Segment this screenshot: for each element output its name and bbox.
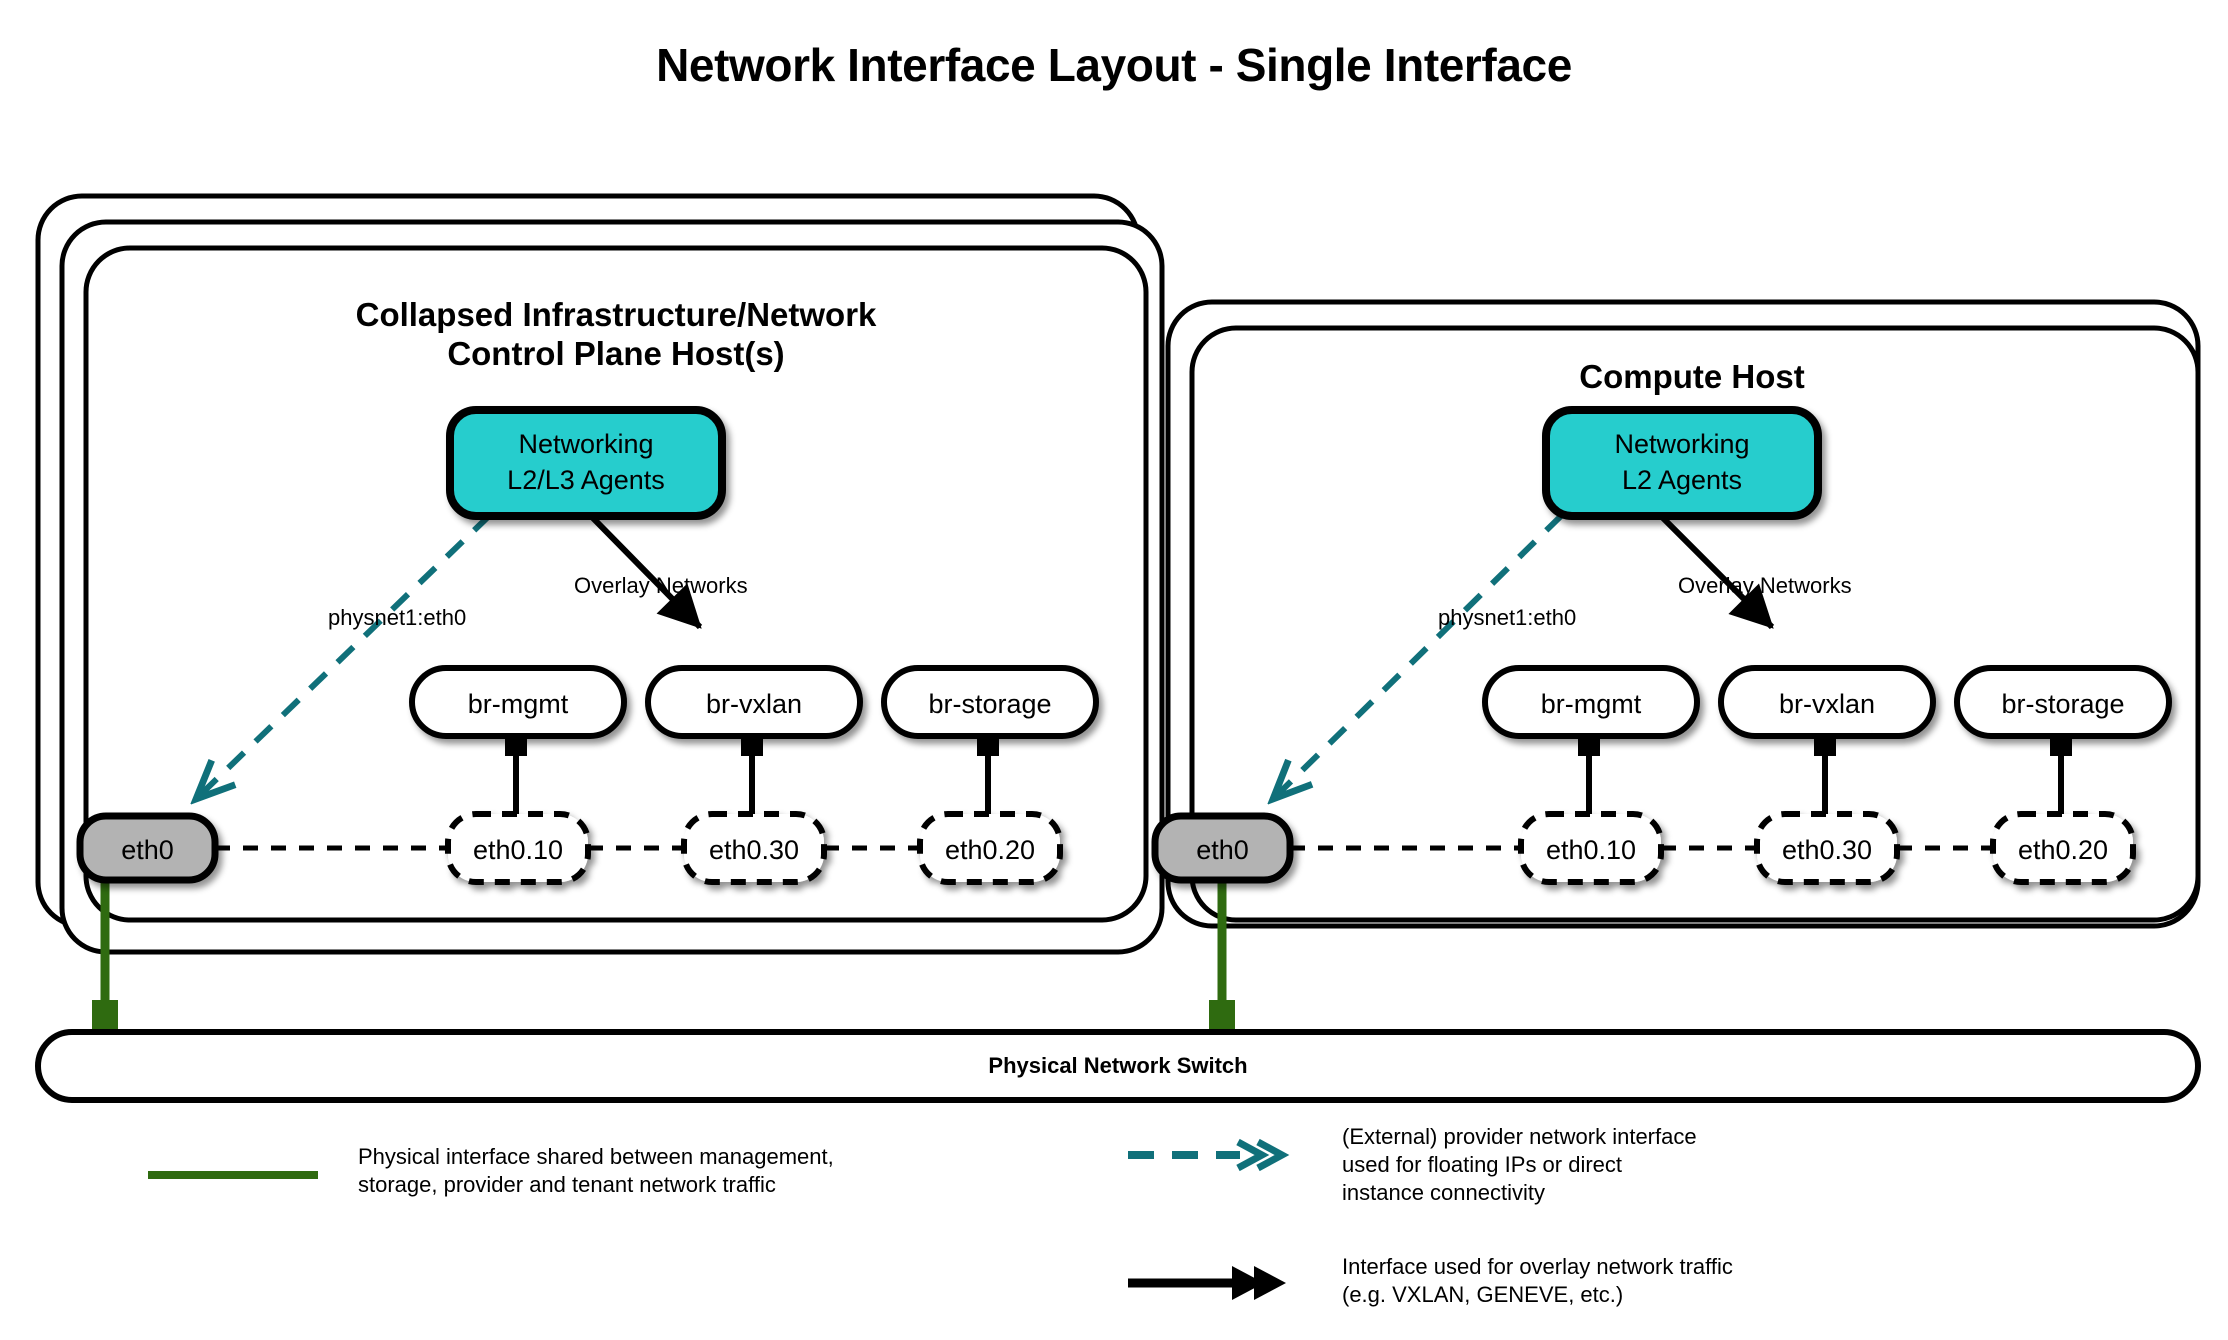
- legend-text-overlay-interface: Interface used for overlay network traff…: [1342, 1254, 1733, 1308]
- compute-overlay-link: [1657, 512, 1775, 630]
- control-plane-node-shapes: [76, 406, 1099, 885]
- compute-bridge-br-vxlan[interactable]: br-vxlan: [1778, 689, 1876, 719]
- control-plane-host-title: Collapsed Infrastructure/Network Control…: [355, 296, 877, 372]
- page-title: Network Interface Layout - Single Interf…: [656, 39, 1572, 91]
- compute-vlan-eth0-10[interactable]: eth0.10: [1545, 835, 1637, 865]
- physical-network-switch-label: Physical Network Switch: [988, 1053, 1248, 1078]
- control-plane-vlan-eth0-10[interactable]: eth0.10: [472, 835, 564, 865]
- legend-marker-overlay-interface: [1128, 1266, 1286, 1300]
- control-plane-vlan-eth0-30[interactable]: eth0.30: [708, 835, 800, 865]
- compute-provider-edge-label: physnet1:eth0: [1438, 605, 1577, 630]
- compute-overlay-edge-label: Overlay Networks: [1678, 573, 1852, 598]
- legend-text-physical-interface: Physical interface shared between manage…: [358, 1144, 834, 1198]
- compute-provider-link: [1272, 512, 1565, 800]
- compute-host-title: Compute Host: [1579, 358, 1805, 395]
- compute-vlan-eth0-30[interactable]: eth0.30: [1781, 835, 1873, 865]
- control-plane-agent-label[interactable]: Networking L2/L3 Agents: [507, 429, 665, 495]
- control-plane-bridge-br-vxlan[interactable]: br-vxlan: [705, 689, 803, 719]
- control-plane-overlay-edge-label: Overlay Networks: [574, 573, 748, 598]
- control-plane-vlan-eth0-20[interactable]: eth0.20: [944, 835, 1036, 865]
- compute-host-card-stack: [1165, 299, 2201, 929]
- compute-bridge-br-storage[interactable]: br-storage: [2001, 689, 2125, 719]
- legend-text-provider-interface: (External) provider network interface us…: [1342, 1124, 1697, 1206]
- legend-marker-provider-interface: [1128, 1138, 1290, 1172]
- control-plane-provider-link: [195, 512, 493, 800]
- compute-bridge-br-mgmt[interactable]: br-mgmt: [1540, 689, 1642, 719]
- control-plane-host-card-stack: [35, 193, 1165, 955]
- compute-agent-label[interactable]: Networking L2 Agents: [1614, 429, 1750, 495]
- control-plane-overlay-link: [587, 512, 703, 630]
- control-plane-provider-edge-label: physnet1:eth0: [328, 605, 467, 630]
- control-plane-bridge-br-mgmt[interactable]: br-mgmt: [467, 689, 569, 719]
- physical-network-switch-bar: [35, 1029, 2201, 1103]
- compute-physical-nic[interactable]: eth0: [1196, 835, 1249, 865]
- control-plane-bridge-br-storage[interactable]: br-storage: [928, 689, 1052, 719]
- compute-vlan-eth0-20[interactable]: eth0.20: [2017, 835, 2109, 865]
- control-plane-physical-nic[interactable]: eth0: [121, 835, 174, 865]
- compute-node-shapes: [1151, 406, 2172, 885]
